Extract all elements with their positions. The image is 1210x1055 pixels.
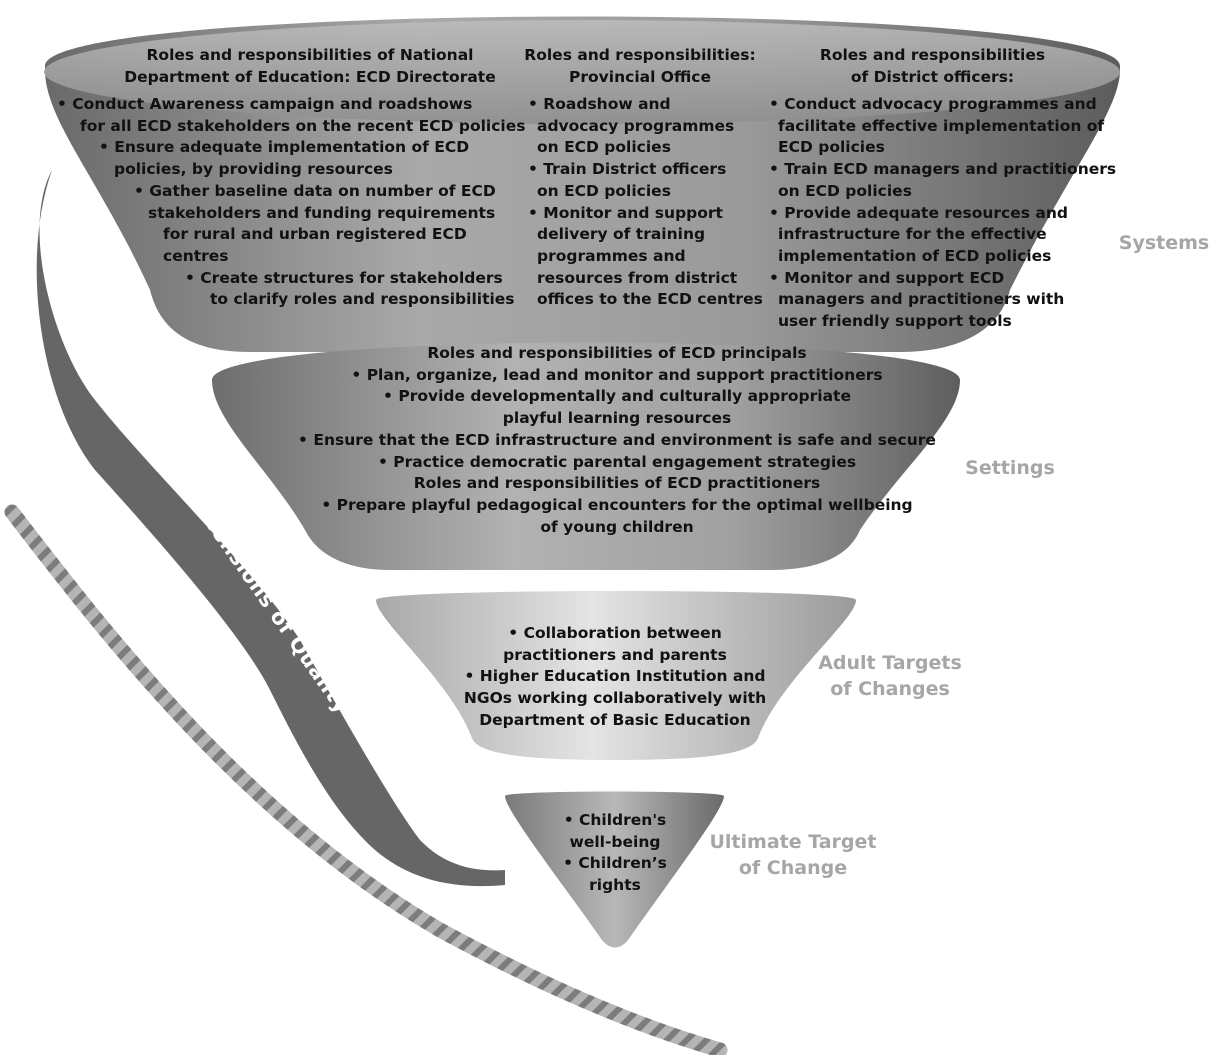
district-line: • Monitor and support ECD <box>769 268 1005 287</box>
rope-graphic <box>4 504 728 1055</box>
district-header: Roles and responsibilities of District o… <box>810 45 1055 88</box>
ultimate-line: • Children's <box>563 811 667 829</box>
ultimate-line: • Children’s <box>563 854 667 873</box>
settings-tier-shape <box>212 342 960 570</box>
national-header-line: Department of Education: ECD Directorate <box>124 67 496 86</box>
provincial-line: delivery of training <box>537 225 706 244</box>
district-line: • Train ECD managers and practitioners <box>769 160 1117 179</box>
district-line: managers and practitioners with <box>778 290 1065 309</box>
district-line: ECD policies <box>778 138 885 157</box>
district-header-line: of District officers: <box>850 67 1015 86</box>
provincial-line: • Train District officers <box>528 160 727 179</box>
national-header-line: Roles and responsibilities of National <box>146 46 474 64</box>
settings-line: of young children <box>540 517 694 536</box>
settings-label: Settings <box>965 457 1055 479</box>
settings-line: playful learning resources <box>502 409 732 428</box>
district-header-line: Roles and responsibilities <box>819 46 1046 64</box>
national-line: to clarify roles and responsibilities <box>210 290 515 309</box>
adult-label-line: of Changes <box>830 678 950 700</box>
adult-label-line: Adult Targets <box>818 652 962 674</box>
settings-items: Roles and responsibilities of ECD princi… <box>262 343 972 538</box>
district-items: • Conduct advocacy programmes and facili… <box>769 94 1116 333</box>
settings-line: • Practice democratic parental engagemen… <box>377 452 857 471</box>
provincial-header-line: Provincial Office <box>569 67 711 86</box>
ultimate-items: • Children's well-being • Children’s rig… <box>545 810 685 897</box>
national-line: stakeholders and funding requirements <box>148 203 496 222</box>
district-line: • Conduct advocacy programmes and <box>769 95 1097 113</box>
national-line: • Create structures for stakeholders <box>185 268 503 287</box>
adult-tier-shape <box>376 591 856 760</box>
ultimate-target-label: Ultimate Target of Change <box>708 829 878 881</box>
adult-items: • Collaboration between practitioners an… <box>455 623 775 732</box>
ultimate-line: well-being <box>569 832 661 851</box>
national-items: • Conduct Awareness campaign and roadsho… <box>57 94 525 311</box>
provincial-line: offices to the ECD centres <box>537 290 763 309</box>
settings-line: • Plan, organize, lead and monitor and s… <box>351 365 883 384</box>
adult-line: Department of Basic Education <box>479 710 751 729</box>
district-line: • Provide adequate resources and <box>769 203 1068 222</box>
provincial-line: advocacy programmes <box>537 116 735 135</box>
provincial-line: programmes and <box>537 246 686 265</box>
ultimate-label-line: of Change <box>738 857 848 879</box>
national-line: • Ensure adequate implementation of ECD <box>99 138 470 157</box>
national-header: Roles and responsibilities of National D… <box>115 45 505 88</box>
provincial-header: Roles and responsibilities: Provincial O… <box>520 45 760 88</box>
provincial-line: resources from district <box>537 268 738 287</box>
ultimate-tier-shape <box>505 791 724 948</box>
settings-line: • Ensure that the ECD infrastructure and… <box>298 430 936 449</box>
systems-label: Systems <box>1118 232 1210 254</box>
national-line: for rural and urban registered ECD <box>163 225 467 244</box>
systems-tier-top <box>44 20 1120 124</box>
provincial-line: • Roadshow and <box>528 95 671 113</box>
settings-line: Roles and responsibilities of ECD princi… <box>427 344 807 362</box>
district-line: implementation of ECD policies <box>778 246 1052 265</box>
adult-line: NGOs working collaboratively with <box>463 689 767 708</box>
settings-line: Roles and responsibilities of ECD practi… <box>413 474 821 493</box>
adult-line: • Collaboration between <box>508 624 722 642</box>
ultimate-label-line: Ultimate Target <box>709 831 877 853</box>
provincial-items: • Roadshow and advocacy programmes on EC… <box>528 94 763 311</box>
provincial-line: on ECD policies <box>537 138 671 157</box>
adult-line: practitioners and parents <box>503 645 727 664</box>
provincial-header-line: Roles and responsibilities: <box>524 46 756 64</box>
adult-line: • Higher Education Institution and <box>464 667 766 686</box>
provincial-line: on ECD policies <box>537 181 671 200</box>
national-line: • Gather baseline data on number of ECD <box>134 181 496 200</box>
national-line: policies, by providing resources <box>114 160 393 179</box>
national-line: centres <box>163 246 229 265</box>
provincial-line: • Monitor and support <box>528 203 723 222</box>
district-line: facilitate effective implementation of <box>778 116 1105 135</box>
ultimate-line: rights <box>589 876 641 895</box>
settings-line: • Provide developmentally and culturally… <box>383 387 851 406</box>
national-line: • Conduct Awareness campaign and roadsho… <box>57 95 473 113</box>
district-line: infrastructure for the effective <box>778 225 1047 244</box>
adult-targets-label: Adult Targets of Changes <box>815 650 965 702</box>
district-line: user friendly support tools <box>778 312 1012 331</box>
district-line: on ECD policies <box>778 181 912 200</box>
national-line: for all ECD stakeholders on the recent E… <box>80 116 526 135</box>
settings-line: • Prepare playful pedagogical encounters… <box>321 495 913 514</box>
